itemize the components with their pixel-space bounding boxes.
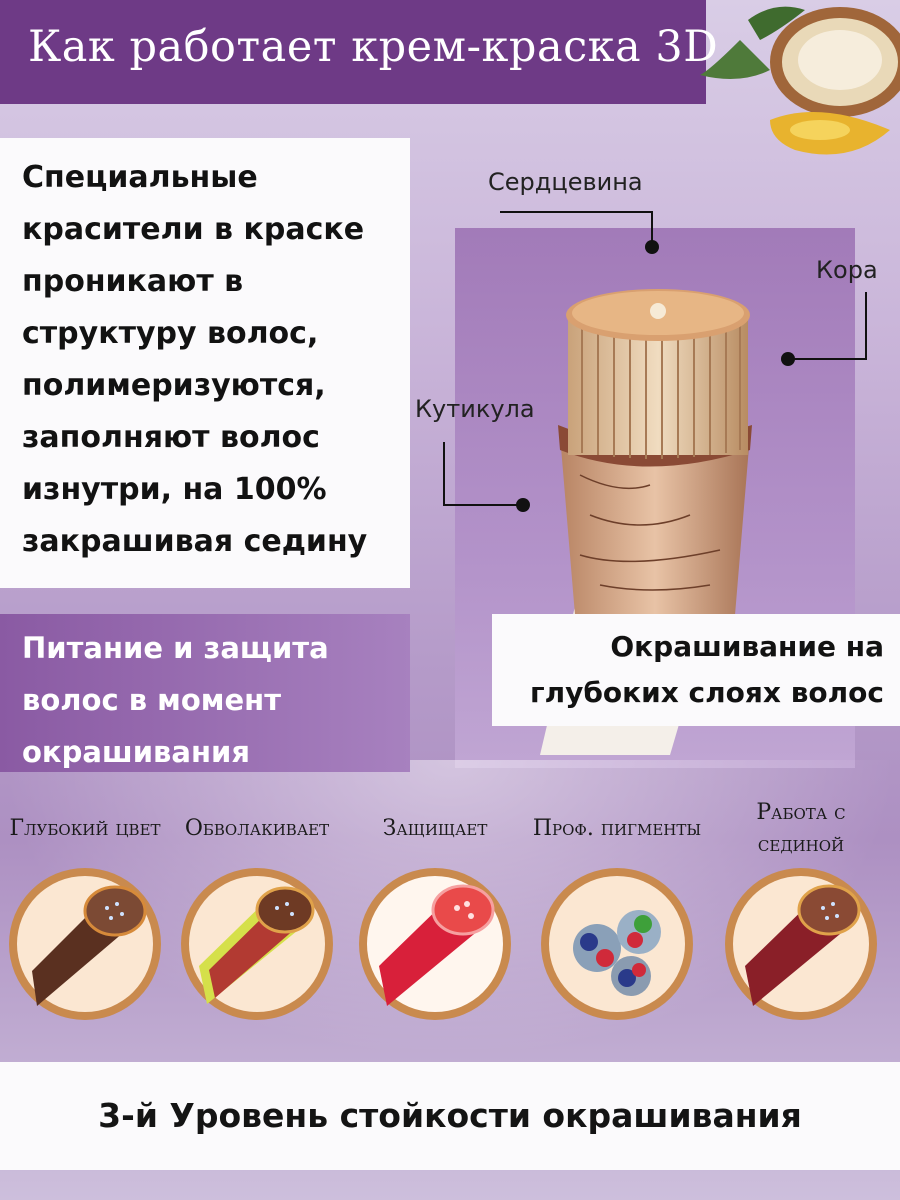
cuticle-label: Кутикула: [415, 395, 535, 423]
coated-hair-strand-icon: [181, 868, 333, 1020]
feature-label: Обволакивает: [184, 816, 330, 841]
feature-label: Работа с сединой: [756, 800, 846, 857]
page-title: Как работает крем-краска 3D: [28, 22, 719, 72]
title-banner: Как работает крем-краска 3D: [0, 0, 718, 104]
durability-banner: 3-й Уровень стойкости окрашивания: [0, 1062, 900, 1170]
info-panel: Специальные красители в краске проникают…: [0, 138, 410, 588]
cortex-pointer-dot: [781, 352, 795, 366]
feature-label: Защищает: [382, 816, 488, 841]
feature-label: Глубокий цвет: [9, 816, 161, 841]
feature-pigments: Проф. пигменты: [532, 792, 702, 1022]
grey-cover-strand-icon: [725, 868, 877, 1020]
deep-coloring-text: Окрашивание на глубоких слоях волос: [529, 630, 884, 709]
deep-coloring-panel: Окрашивание на глубоких слоях волос: [492, 614, 900, 726]
cortex-pointer-line-vertical: [865, 292, 867, 360]
cortex-pointer-line: [788, 358, 867, 360]
red-hair-strand-icon: [359, 868, 511, 1020]
feature-deep-color: Глубокий цвет: [0, 792, 170, 1022]
core-pointer-line-vertical: [651, 211, 653, 247]
argan-nut-icon: [700, 6, 900, 155]
feature-coating: Обволакивает: [172, 792, 342, 1022]
feature-protection: Защищает: [350, 792, 520, 1022]
nutrition-text: Питание и защита волос в момент окрашива…: [22, 631, 329, 769]
info-text: Специальные красители в краске проникают…: [22, 160, 368, 559]
core-label: Сердцевина: [488, 168, 643, 196]
core-pointer-line: [500, 211, 652, 213]
dark-hair-strand-icon: [9, 868, 161, 1020]
durability-text: 3-й Уровень стойкости окрашивания: [98, 1096, 802, 1135]
cuticle-pointer-line: [443, 504, 523, 506]
cuticle-pointer-line-vertical: [443, 442, 445, 506]
core-pointer-dot: [645, 240, 659, 254]
feature-label: Проф. пигменты: [532, 816, 702, 841]
cuticle-pointer-dot: [516, 498, 530, 512]
pigment-molecules-icon: [541, 868, 693, 1020]
cortex-label: Кора: [816, 256, 878, 284]
nutrition-panel: Питание и защита волос в момент окрашива…: [0, 614, 410, 772]
feature-grey-cover: Работа с сединой: [716, 792, 886, 1022]
